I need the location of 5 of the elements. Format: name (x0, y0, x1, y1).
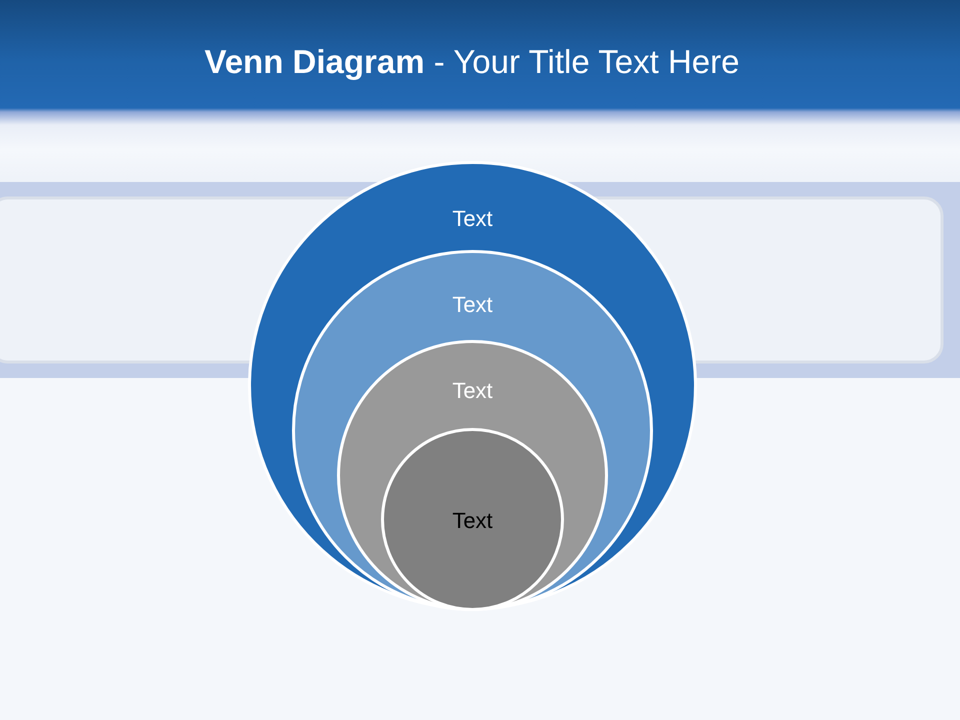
title: Venn Diagram - Your Title Text Here (204, 42, 740, 82)
circle-label: Text (452, 206, 493, 232)
circle-label: Text (452, 292, 493, 318)
circle-label: Text (452, 508, 493, 534)
circle-label: Text (452, 378, 493, 404)
